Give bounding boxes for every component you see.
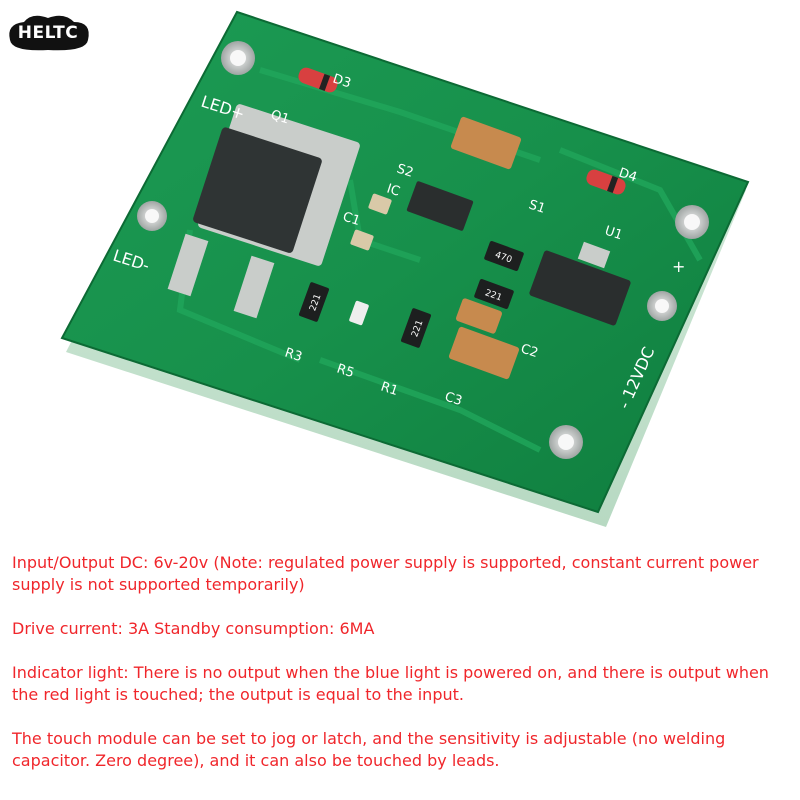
pcb-board bbox=[60, 10, 750, 527]
capacitors bbox=[350, 116, 522, 380]
label-q1: Q1 bbox=[269, 108, 291, 128]
label-ic: IC bbox=[385, 182, 402, 200]
label-d4: D4 bbox=[617, 166, 639, 186]
spec-indicator-light: Indicator light: There is no output when… bbox=[12, 663, 769, 704]
label-c2: C2 bbox=[519, 342, 540, 362]
mosfet-q1 bbox=[167, 104, 360, 319]
resistors: 221 221 221 470 bbox=[299, 241, 524, 348]
label-plus: + bbox=[672, 257, 685, 276]
regulator-u1 bbox=[529, 241, 631, 326]
diode-d3 bbox=[298, 67, 338, 93]
spec-drive-current: Drive current: 3A Standby consumption: 6… bbox=[12, 619, 375, 638]
mounting-holes bbox=[137, 41, 709, 459]
label-c3: C3 bbox=[443, 390, 464, 410]
diode-d4 bbox=[586, 169, 626, 195]
label-s2: S2 bbox=[395, 162, 415, 181]
label-c1: C1 bbox=[341, 210, 362, 230]
label-u1: U1 bbox=[603, 224, 625, 244]
product-photo: 221 221 221 470 LED+ LED- Q1 D3 D4 S2 S1… bbox=[60, 10, 750, 527]
label-r3: R3 bbox=[283, 346, 304, 366]
description-text: Input/Output DC: 6v-20v (Note: regulated… bbox=[12, 552, 792, 794]
logo-text: HELTC bbox=[17, 23, 79, 43]
label-d3: D3 bbox=[331, 72, 353, 92]
brand-logo: HELTC bbox=[2, 10, 94, 56]
label-r5: R5 bbox=[335, 362, 356, 382]
spec-touch-module: The touch module can be set to jog or la… bbox=[12, 729, 726, 770]
ic-chip bbox=[406, 181, 474, 231]
label-r1: R1 bbox=[379, 380, 400, 400]
spec-input-output: Input/Output DC: 6v-20v (Note: regulated… bbox=[12, 553, 759, 594]
label-s1: S1 bbox=[527, 198, 547, 217]
logo-badge-shape bbox=[9, 15, 89, 51]
